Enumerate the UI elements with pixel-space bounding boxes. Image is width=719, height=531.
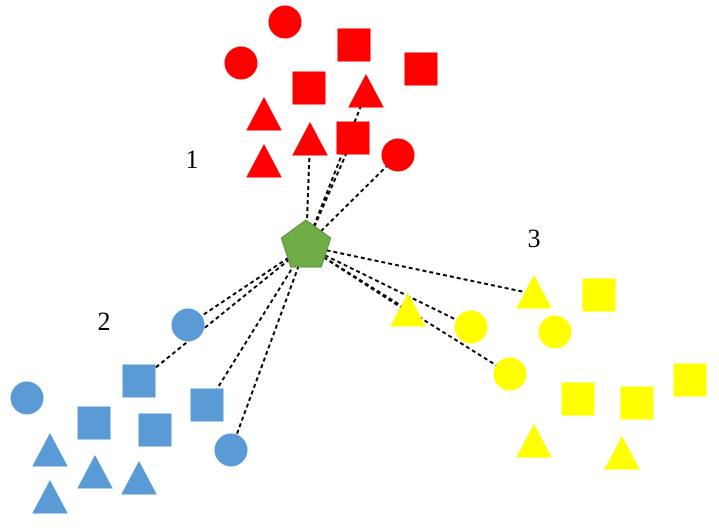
cluster-1-square-4 (292, 71, 326, 105)
cluster-3-triangle-1 (516, 274, 552, 309)
cluster-2-circle-3 (10, 381, 44, 415)
cluster-2-triangle-11 (32, 479, 68, 514)
cluster-1-triangle-10 (246, 143, 282, 178)
link-cluster-2-2 (138, 245, 307, 382)
cluster-3-circle-5 (538, 315, 572, 349)
cluster-1-square-3 (337, 28, 371, 62)
labels-layer: 1 2 3 (98, 145, 541, 336)
cluster-2-circle-7 (214, 433, 248, 467)
cluster-2-circle-1 (171, 308, 205, 342)
cluster-3-square-7 (561, 382, 595, 416)
cluster-2-square-4 (77, 406, 111, 440)
cluster-3-triangle-11 (604, 435, 640, 470)
cluster-2-square-2 (122, 364, 156, 398)
cluster-3-circle-6 (493, 357, 527, 391)
cluster-2-square-6 (138, 413, 172, 447)
cluster-3-triangle-3 (390, 292, 426, 327)
cluster-3-square-2 (582, 278, 616, 312)
cluster-1-triangle-6 (246, 96, 282, 131)
cluster-1-circle-1 (268, 5, 302, 39)
cluster-2-triangle-9 (77, 454, 113, 489)
cluster-1-square-5 (404, 52, 438, 86)
cluster-1-circle-2 (224, 46, 258, 80)
link-cluster-2-1 (187, 245, 307, 326)
query-point-pentagon (280, 219, 332, 268)
cluster-label-1: 1 (186, 145, 199, 174)
link-cluster-2-4 (230, 245, 307, 451)
cluster-1-triangle-8 (292, 121, 328, 156)
cluster-3-circle-4 (454, 310, 488, 344)
link-cluster-3-1 (305, 245, 535, 295)
link-cluster-2-3 (206, 245, 307, 406)
cluster-2-square-5 (190, 388, 224, 422)
link-cluster-3-2 (305, 245, 409, 313)
cluster-1-triangle-7 (348, 73, 384, 108)
link-cluster-1-2 (305, 92, 367, 247)
cluster-label-2: 2 (98, 307, 111, 336)
cluster-2-triangle-8 (32, 432, 68, 467)
link-cluster-1-3 (305, 137, 354, 247)
cluster-3-square-8 (620, 386, 654, 420)
cluster-label-3: 3 (528, 224, 541, 253)
cluster-2-triangle-10 (121, 460, 157, 495)
shapes-layer (10, 5, 707, 514)
cluster-1-square-9 (336, 121, 370, 155)
query-layer (280, 219, 332, 268)
link-cluster-3-3 (305, 245, 472, 328)
cluster-3-triangle-10 (516, 423, 552, 458)
cluster-1-circle-11 (381, 138, 415, 172)
cluster-3-square-9 (673, 363, 707, 397)
